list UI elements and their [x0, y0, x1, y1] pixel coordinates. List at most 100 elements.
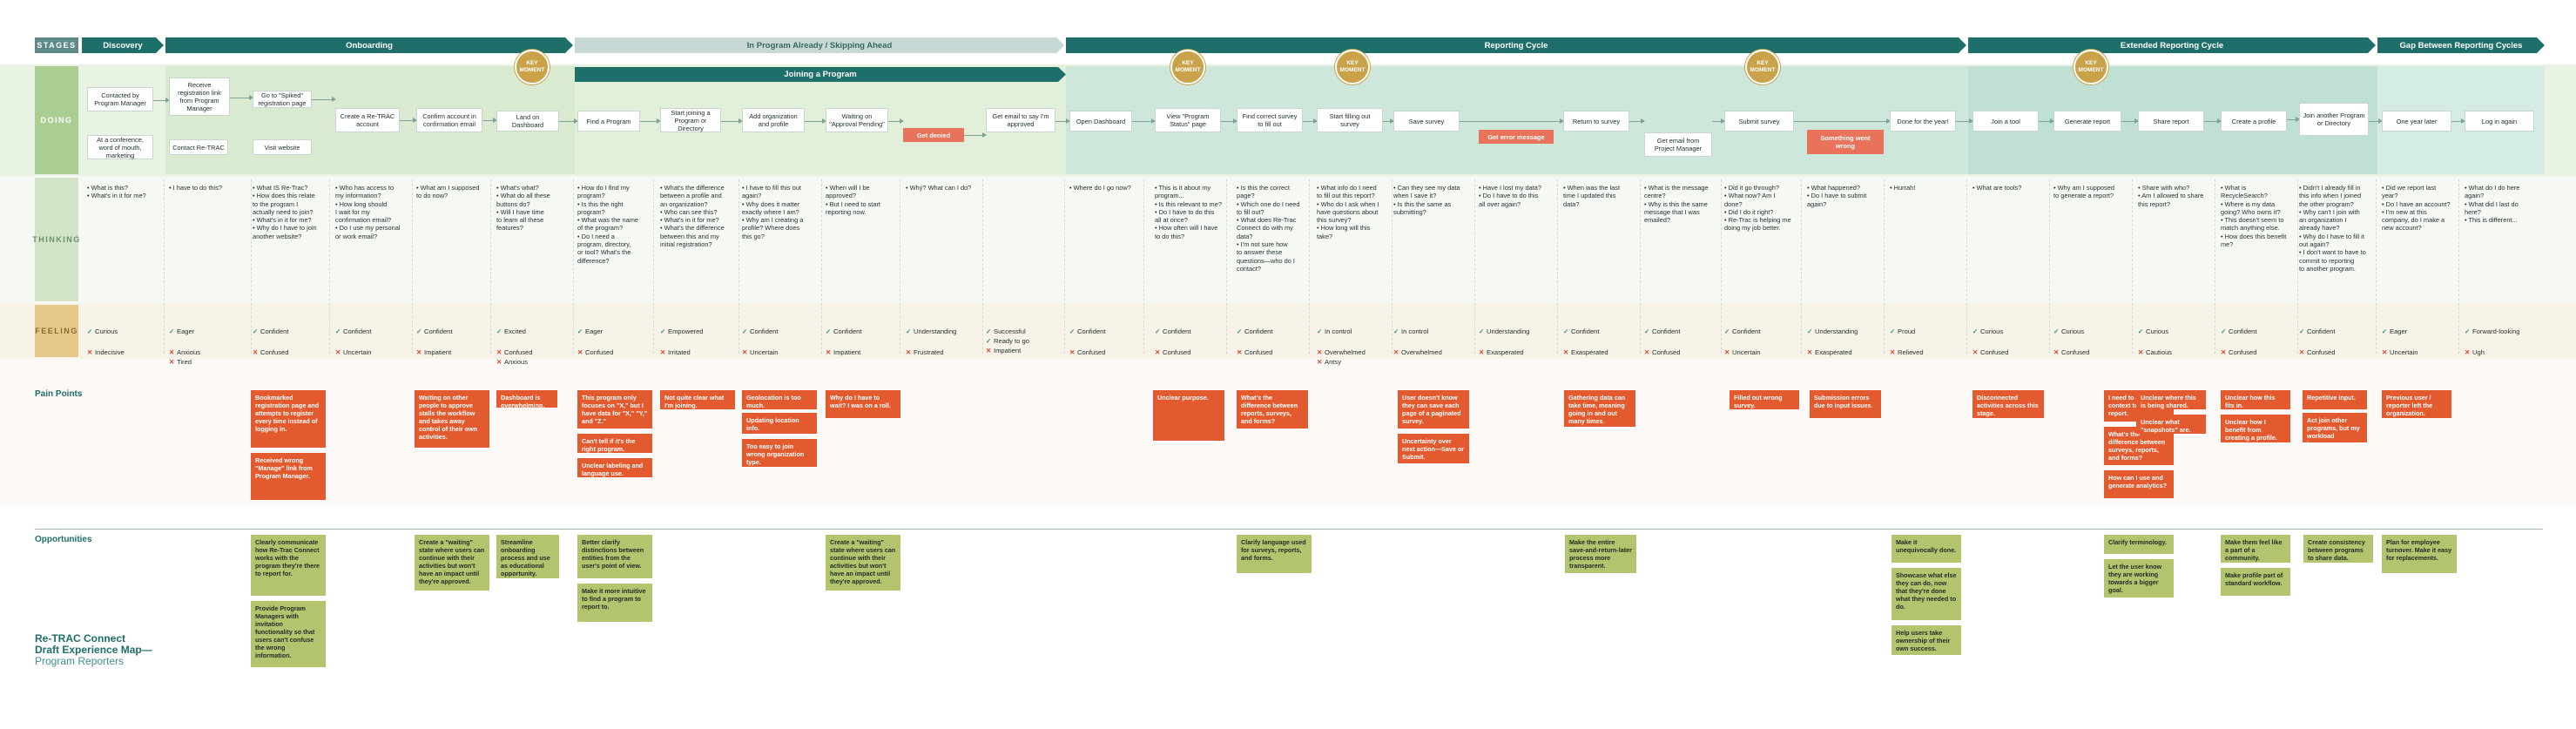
feeling-row: ✕Tired	[169, 358, 192, 366]
thinking-line: • Did it go through?	[1724, 184, 1779, 192]
thinking-line: • But I need to start	[826, 199, 880, 208]
pain-points-heading: Pain Points	[35, 389, 83, 399]
thinking-note: • When was the last time I updated this …	[1563, 184, 1620, 208]
thinking-note: • What IS Re-Trac?• How does this relate…	[253, 184, 317, 240]
feeling-row: ✕Impatient	[826, 348, 860, 356]
thinking-line: • Which one do I need	[1237, 199, 1300, 208]
opportunity-note: Provide Program Managers with invitation…	[251, 601, 326, 667]
stage-6: Gap Between Reporting Cycles	[2377, 37, 2545, 53]
x-icon: ✕	[742, 348, 748, 356]
doing-card: Land on Dashboard	[496, 111, 559, 132]
opportunity-note: Clarify language used for surveys, repor…	[1237, 535, 1312, 573]
x-icon: ✕	[1972, 348, 1979, 356]
feeling-word: Confident	[1652, 327, 1681, 335]
feeling-word: Forward-looking	[2472, 327, 2520, 335]
pain-point-note: Unclear where this is being shared.	[2136, 390, 2206, 409]
feeling-row: ✕Exasperated	[1479, 348, 1524, 356]
pain-point-note: Can't tell if it's the right program.	[577, 434, 652, 453]
feeling-word: Indecisive	[95, 348, 125, 356]
thinking-line: new account?	[2382, 224, 2422, 233]
feeling-word: Confident	[1244, 327, 1273, 335]
check-icon: ✓	[253, 327, 259, 335]
x-icon: ✕	[2465, 348, 2471, 356]
thinking-line: • Why am I creating a	[742, 216, 804, 225]
column-divider	[1801, 179, 1802, 354]
x-icon: ✕	[416, 348, 422, 356]
doing-card: Open Dashboard	[1069, 111, 1132, 132]
feeling-word: Anxious	[177, 348, 201, 356]
feeling-row: ✕Anxious	[496, 358, 528, 366]
pain-point-note: This program only focuses on "X," but I …	[577, 390, 652, 429]
feeling-row: ✕Frustrated	[906, 348, 944, 356]
check-icon: ✓	[577, 327, 583, 335]
feeling-row: ✓Understanding	[906, 327, 956, 335]
flow-arrow	[1712, 118, 1725, 124]
column-divider	[1064, 179, 1065, 354]
feeling-word: Impatient	[994, 347, 1022, 354]
feeling-row: ✓Confident	[742, 327, 779, 335]
x-icon: ✕	[1479, 348, 1485, 356]
feeling-row: ✕Confused	[1972, 348, 2009, 356]
flow-arrow	[1956, 118, 1973, 124]
feeling-row: ✓Confident	[1069, 327, 1106, 335]
flow-arrow	[153, 98, 170, 103]
column-divider	[1557, 179, 1558, 354]
check-icon: ✓	[1317, 327, 1323, 335]
thinking-line: • When was the last	[1563, 184, 1621, 192]
thinking-line: this go?	[742, 232, 765, 240]
doing-card: Something went wrong	[1807, 130, 1884, 154]
feeling-lane	[0, 303, 2576, 359]
thinking-line: to learn all these	[496, 216, 544, 225]
feeling-word: Confused	[1244, 348, 1273, 356]
opportunity-note: Create a "waiting" state where users can…	[826, 535, 900, 591]
opportunity-note: Make them feel like a part of a communit…	[2221, 535, 2290, 563]
feeling-word: Confused	[1980, 348, 2009, 356]
stage-1: Discovery	[82, 37, 164, 53]
thinking-note: • This is it about my program...• Is thi…	[1155, 184, 1222, 240]
pain-point-note: Too easy to join wrong organization type…	[742, 439, 817, 467]
check-icon: ✓	[1972, 327, 1979, 335]
thinking-line: to answer these	[1237, 248, 1283, 257]
feeling-word: Confident	[260, 327, 289, 335]
feeling-word: Proud	[1898, 327, 1916, 335]
thinking-line: actually need to join?	[253, 207, 314, 216]
column-divider	[1474, 179, 1475, 354]
feeling-word: Curious	[1980, 327, 2004, 335]
thinking-line: • What happened?	[1807, 184, 1860, 192]
thinking-line: • How does this relate	[253, 192, 315, 200]
x-icon: ✕	[2382, 348, 2388, 356]
thinking-line: again?	[2465, 192, 2485, 200]
thinking-line: exactly where I am?	[742, 207, 799, 216]
thinking-line: • What does Re-Trac	[1237, 216, 1297, 225]
thinking-line: • What is	[2221, 184, 2247, 192]
key-moment-badge: KEY MOMENT	[1170, 50, 1205, 84]
x-icon: ✕	[826, 348, 832, 356]
thinking-line: • What is this?	[87, 184, 128, 192]
feeling-row: ✕Uncertain	[742, 348, 779, 356]
feeling-word: Curious	[2146, 327, 2169, 335]
thinking-line: • I have to do this?	[169, 184, 222, 192]
feeling-word: Confused	[1163, 348, 1191, 356]
check-icon: ✓	[986, 337, 992, 345]
thinking-line: • I have to fill this out	[742, 184, 801, 192]
thinking-line: • What's in it for me?	[87, 192, 146, 200]
opportunity-note: Create consistency between programs to s…	[2303, 535, 2373, 563]
feeling-word: Empowered	[668, 327, 704, 335]
flow-arrow	[2204, 118, 2222, 124]
doing-card: Save survey	[1393, 111, 1460, 132]
doing-card: Return to survey	[1563, 111, 1629, 132]
thinking-line: • What is the message	[1644, 184, 1709, 192]
feeling-row: ✓Understanding	[1479, 327, 1529, 335]
x-icon: ✕	[496, 348, 502, 356]
flow-arrow	[721, 118, 743, 124]
feeling-word: Confused	[1652, 348, 1681, 356]
feeling-word: In control	[1401, 327, 1429, 335]
thinking-line: • Do I need a	[577, 232, 615, 240]
thinking-note: • Hurrah!	[1890, 184, 1915, 192]
pain-point-note: Filled out wrong survey.	[1730, 390, 1799, 409]
column-divider	[821, 179, 822, 354]
feeling-word: Confused	[585, 348, 614, 356]
feeling-row: ✕Uncertain	[1724, 348, 1761, 356]
thinking-line: • Why can't I join with	[2299, 207, 2360, 216]
pain-point-note: Unclear what "snapshots" are.	[2136, 415, 2206, 434]
